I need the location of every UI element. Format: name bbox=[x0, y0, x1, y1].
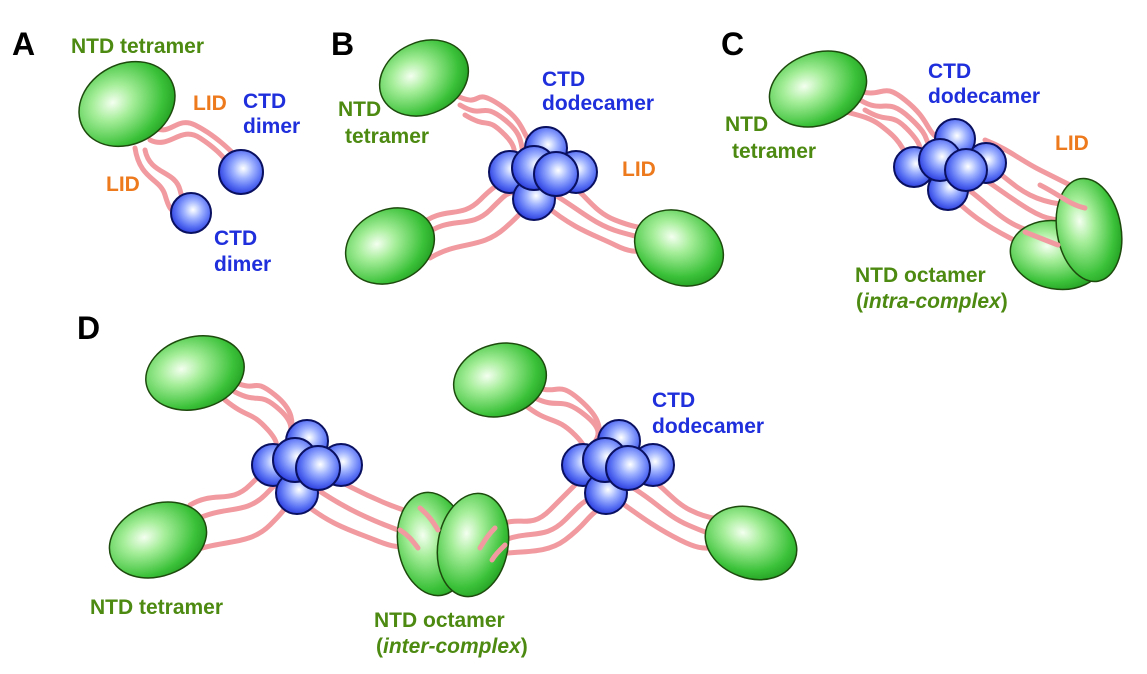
ctd-dodecamer-label: CTD bbox=[652, 389, 695, 412]
ctd-dodecamer-label: dodecamer bbox=[542, 92, 654, 115]
panel-b: B NTD tetramer CTD dodecamer LID bbox=[331, 26, 725, 287]
ntd-octamer-label: NTD octamer bbox=[374, 609, 505, 632]
ctd-dodecamer-label: dodecamer bbox=[652, 415, 764, 438]
ctd-dodecamer-label: dodecamer bbox=[928, 85, 1040, 108]
ctd-dodecamer-label-line: CTD bbox=[652, 389, 695, 412]
ctd-dodecamer-cluster bbox=[488, 126, 598, 221]
ntd-tetramer-ellipse bbox=[704, 505, 798, 581]
panel-d-letter: D bbox=[77, 310, 100, 346]
ntd-tetramer-label: NTD bbox=[338, 98, 381, 121]
ctd-dimer-label: CTD bbox=[243, 90, 286, 113]
ctd-dodecamer-label-line: dodecamer bbox=[652, 415, 764, 438]
ctd-dodecamer-label: CTD bbox=[542, 68, 585, 91]
ntd-tetramer-ellipse bbox=[108, 501, 208, 579]
ctd-dodecamer-label: CTD bbox=[928, 60, 971, 83]
panel-a: A NTD tetramer LID LID CTD dimer CTD dim… bbox=[12, 26, 300, 276]
ctd-dimer-label-line: CTD bbox=[214, 227, 257, 250]
ctd-sphere bbox=[605, 445, 651, 491]
ntd-octamer-sub-label: (inter-complex) bbox=[376, 635, 528, 658]
ctd-dodecamer-cluster bbox=[893, 118, 1007, 211]
lid-label: LID bbox=[106, 173, 140, 196]
panel-c: C NTD tetramer CTD dodecamer L bbox=[721, 26, 1123, 313]
ntd-tetramer-label: tetramer bbox=[732, 140, 816, 163]
ntd-tetramer-ellipse bbox=[78, 60, 176, 148]
panel-b-letter: B bbox=[331, 26, 354, 62]
ctd-dodecamer-label-line: CTD bbox=[542, 68, 585, 91]
ntd-tetramer-ellipse bbox=[768, 50, 868, 128]
ntd-tetramer-ellipse bbox=[633, 209, 725, 287]
ctd-dimer-sphere bbox=[170, 192, 212, 234]
panel-d: D bbox=[77, 310, 798, 658]
ntd-tetramer-ellipse bbox=[145, 335, 245, 411]
ctd-dodecamer-cluster bbox=[561, 419, 675, 515]
paren-open: ( bbox=[376, 635, 383, 658]
paren-close: ) bbox=[521, 635, 528, 658]
intra-complex-text: intra-complex bbox=[863, 290, 1002, 313]
ntd-tetramer-label: tetramer bbox=[345, 125, 429, 148]
ntd-tetramer-label-line: tetramer bbox=[732, 140, 816, 163]
ntd-tetramer-label: NTD tetramer bbox=[71, 35, 204, 58]
panel-a-letter: A bbox=[12, 26, 35, 62]
lid-label: LID bbox=[622, 158, 656, 181]
ctd-dimer-label: dimer bbox=[243, 115, 300, 138]
ctd-dodecamer-label-line: dodecamer bbox=[542, 92, 654, 115]
lid-label: LID bbox=[193, 92, 227, 115]
ctd-dodecamer-label-line: dodecamer bbox=[928, 85, 1040, 108]
ctd-dimer-label-line: dimer bbox=[243, 115, 300, 138]
ctd-dimer-sphere bbox=[218, 149, 264, 195]
ctd-sphere bbox=[295, 445, 341, 491]
paren-close: ) bbox=[1001, 290, 1008, 313]
ntd-tetramer-label: NTD bbox=[725, 113, 768, 136]
ntd-tetramer-ellipse bbox=[344, 207, 436, 285]
ntd-tetramer-ellipse bbox=[452, 342, 548, 418]
ntd-tetramer-label-line: NTD bbox=[725, 113, 768, 136]
ctd-dodecamer-cluster bbox=[251, 419, 363, 515]
ntd-tetramer-label-line: tetramer bbox=[345, 125, 429, 148]
ntd-octamer-ellipse bbox=[436, 492, 510, 598]
ntd-tetramer-label: NTD tetramer bbox=[90, 596, 223, 619]
ntd-tetramer-ellipse bbox=[378, 39, 470, 117]
ctd-dimer-label: CTD bbox=[214, 227, 257, 250]
ctd-dimer-label-line: CTD bbox=[243, 90, 286, 113]
ctd-dodecamer-label-line: CTD bbox=[928, 60, 971, 83]
panel-c-letter: C bbox=[721, 26, 744, 62]
ntd-octamer-sub-label: (intra-complex) bbox=[856, 290, 1008, 313]
inter-complex-text: inter-complex bbox=[383, 635, 522, 658]
ntd-tetramer-label-line: NTD bbox=[338, 98, 381, 121]
paren-open: ( bbox=[856, 290, 863, 313]
ctd-sphere bbox=[533, 151, 579, 197]
lid-label: LID bbox=[1055, 132, 1089, 155]
ctd-sphere bbox=[944, 148, 988, 192]
ctd-dimer-label-line: dimer bbox=[214, 253, 271, 276]
ctd-dimer-label: dimer bbox=[214, 253, 271, 276]
ntd-octamer-label: NTD octamer bbox=[855, 264, 986, 287]
